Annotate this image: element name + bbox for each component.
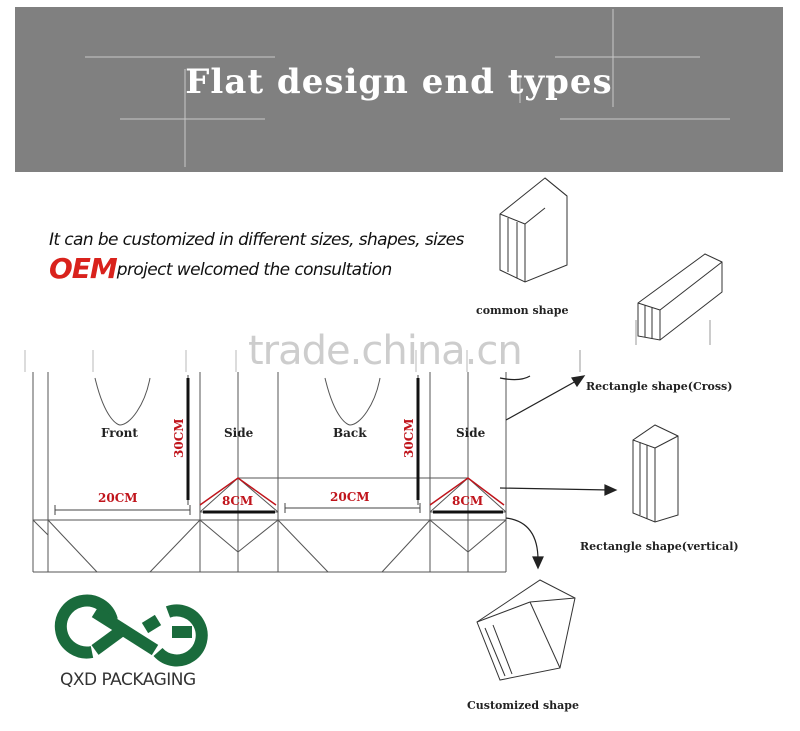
shape-label-cross: Rectangle shape(Cross): [586, 380, 733, 393]
panel-label-back: Back: [333, 426, 367, 440]
customization-tagline: It can be customized in different sizes,…: [49, 230, 464, 250]
custom-bag-icon: [476, 579, 576, 681]
brand-name: QXD PACKAGING: [60, 670, 196, 690]
shape-label-customized: Customized shape: [467, 699, 579, 712]
dim-back-width: 20CM: [330, 490, 370, 504]
oem-tagline-text: project welcomed the consultation: [116, 260, 392, 280]
watermark: trade.china.cn: [248, 328, 523, 374]
shape-label-common: common shape: [476, 304, 569, 317]
cross-bag-icon: [637, 253, 723, 341]
panel-label-front: Front: [101, 426, 138, 440]
dim-side-width-2: 8CM: [452, 494, 484, 508]
dim-front-width: 20CM: [98, 491, 138, 505]
banner-decoration-lines: [85, 9, 730, 167]
qxd-logo-icon: [54, 594, 208, 667]
shape-label-vertical: Rectangle shape(vertical): [580, 540, 739, 553]
title-banner: [15, 7, 783, 172]
oem-highlight: OEM: [49, 252, 118, 285]
vertical-bag-icon: [632, 424, 679, 523]
panel-label-side-2: Side: [456, 426, 486, 440]
panel-label-side-1: Side: [224, 426, 254, 440]
page-title: Flat design end types: [185, 62, 613, 102]
oem-tagline: OEMproject welcomed the consultation: [49, 252, 392, 285]
dim-height-1: 30CM: [172, 418, 186, 458]
flat-pattern-lines: [32, 372, 507, 573]
dim-height-2: 30CM: [402, 418, 416, 458]
dim-side-width-1: 8CM: [222, 494, 254, 508]
common-bag-icon: [499, 177, 568, 283]
